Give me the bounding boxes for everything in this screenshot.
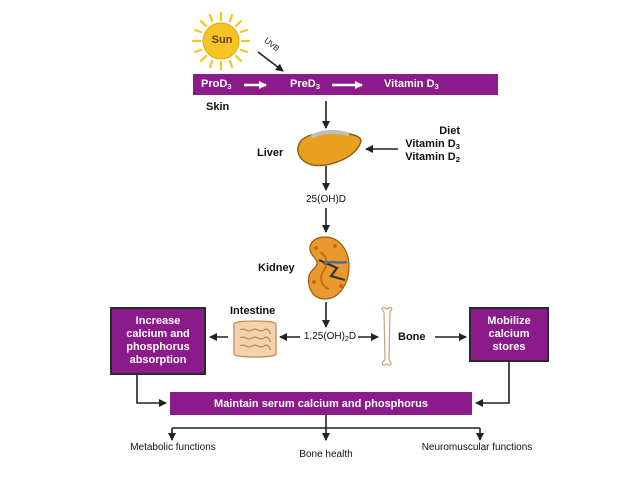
sun-label: Sun xyxy=(211,34,233,46)
liver-label: Liver xyxy=(257,147,284,159)
metabolite-125ohd-label: 1,25(OH)2D xyxy=(303,331,357,343)
kidney-label: Kidney xyxy=(258,262,295,274)
skin-label: Skin xyxy=(206,101,230,113)
intestine-icon xyxy=(233,320,277,358)
arrow-mobilize-to-maintain xyxy=(475,362,510,407)
outcome-metabolic: Metabolic functions xyxy=(130,442,216,453)
intestine-label: Intestine xyxy=(230,305,276,317)
increase-absorption-box: Increase calcium and phosphorus absorpti… xyxy=(110,307,206,375)
arrow-increase-to-maintain xyxy=(136,375,167,407)
bone-icon xyxy=(381,306,393,366)
mobilize-line-2: calcium xyxy=(488,328,530,340)
liver-icon xyxy=(297,129,362,167)
increase-line-1: Increase xyxy=(135,315,181,327)
mobilize-line-3: stores xyxy=(492,341,526,353)
increase-line-4: absorption xyxy=(129,354,187,366)
arrow-prod3-to-pred3 xyxy=(244,81,267,89)
mobilize-line-1: Mobilize xyxy=(487,315,531,327)
pred3-label: PreD3 xyxy=(290,78,320,91)
vitd3-label: Vitamin D3 xyxy=(384,78,439,91)
mobilize-calcium-box: Mobilize calcium stores xyxy=(469,307,549,362)
outcome-bone-health: Bone health xyxy=(299,449,353,460)
arrow-pred3-to-vitd3 xyxy=(332,81,363,89)
outcome-neuromuscular: Neuromuscular functions xyxy=(421,442,533,453)
metabolite-25ohd-label: 25(OH)D xyxy=(305,194,346,205)
sun-icon xyxy=(191,11,251,71)
diet-vitamin-d2: Vitamin D2 xyxy=(405,151,460,164)
kidney-icon xyxy=(308,236,350,300)
diet-sources: Diet Vitamin D3 Vitamin D2 xyxy=(402,125,460,164)
increase-line-3: phosphorus xyxy=(126,341,190,353)
diet-title: Diet xyxy=(439,125,460,137)
bone-label: Bone xyxy=(398,331,426,343)
increase-line-2: calcium and xyxy=(126,328,190,340)
diet-vitamin-d3: Vitamin D3 xyxy=(405,138,460,151)
maintain-serum-bar: Maintain serum calcium and phosphorus xyxy=(170,392,472,415)
prod3-label: ProD3 xyxy=(201,78,232,91)
arrow-uvb xyxy=(257,51,284,72)
